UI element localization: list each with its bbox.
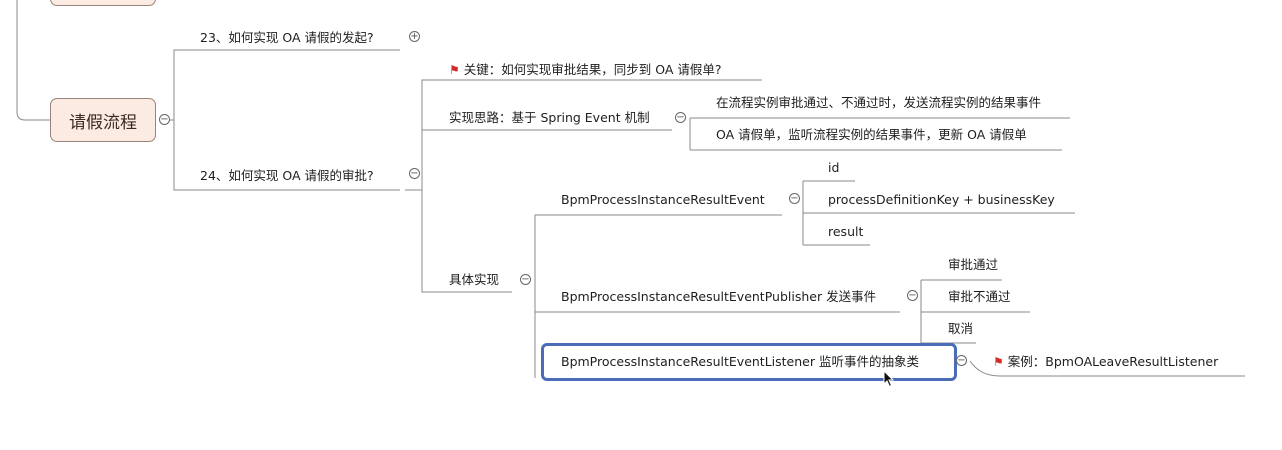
node-result-fail[interactable]: 审批不通过 [948, 289, 1011, 304]
flag-icon: ⚑ [449, 63, 460, 77]
collapse-icon[interactable]: − [159, 114, 170, 125]
collapse-icon[interactable]: − [956, 355, 967, 366]
selection-highlight [541, 343, 957, 381]
node-q23[interactable]: 23、如何实现 OA 请假的发起? [200, 30, 374, 45]
collapse-icon[interactable]: − [907, 290, 918, 301]
root-node-label: 请假流程 [69, 112, 137, 133]
collapse-icon[interactable]: − [520, 274, 531, 285]
mouse-cursor-icon [883, 370, 895, 388]
flag-icon: ⚑ [993, 355, 1004, 369]
node-result-cancel[interactable]: 取消 [948, 321, 974, 336]
node-event[interactable]: BpmProcessInstanceResultEvent [561, 192, 765, 207]
node-impl[interactable]: 具体实现 [449, 272, 500, 287]
expand-icon[interactable]: + [409, 31, 420, 42]
node-field-result[interactable]: result [828, 224, 864, 239]
node-example[interactable]: ⚑案例：BpmOALeaveResultListener [993, 354, 1218, 370]
root-node-leave-process[interactable]: 请假流程 [50, 98, 156, 142]
node-result-pass[interactable]: 审批通过 [948, 257, 999, 272]
node-idea[interactable]: 实现思路：基于 Spring Event 机制 [449, 110, 650, 125]
node-publisher[interactable]: BpmProcessInstanceResultEventPublisher 发… [561, 289, 877, 304]
collapse-icon[interactable]: − [789, 193, 800, 204]
node-key[interactable]: ⚑关键：如何实现审批结果，同步到 OA 请假单? [449, 62, 722, 78]
node-q24[interactable]: 24、如何实现 OA 请假的审批? [200, 168, 374, 183]
parent-node-offscreen[interactable] [50, 0, 156, 6]
node-example-label: 案例：BpmOALeaveResultListener [1007, 354, 1219, 369]
node-idea-a[interactable]: 在流程实例审批通过、不通过时，发送流程实例的结果事件 [716, 95, 1042, 110]
collapse-icon[interactable]: − [675, 112, 686, 123]
collapse-icon[interactable]: − [409, 168, 420, 179]
node-listener[interactable]: BpmProcessInstanceResultEventListener 监听… [561, 354, 919, 369]
node-field-key[interactable]: processDefinitionKey + businessKey [828, 192, 1055, 207]
node-key-label: 关键：如何实现审批结果，同步到 OA 请假单? [463, 62, 722, 77]
node-idea-b[interactable]: OA 请假单，监听流程实例的结果事件，更新 OA 请假单 [716, 127, 1027, 142]
node-field-id[interactable]: id [828, 160, 840, 175]
